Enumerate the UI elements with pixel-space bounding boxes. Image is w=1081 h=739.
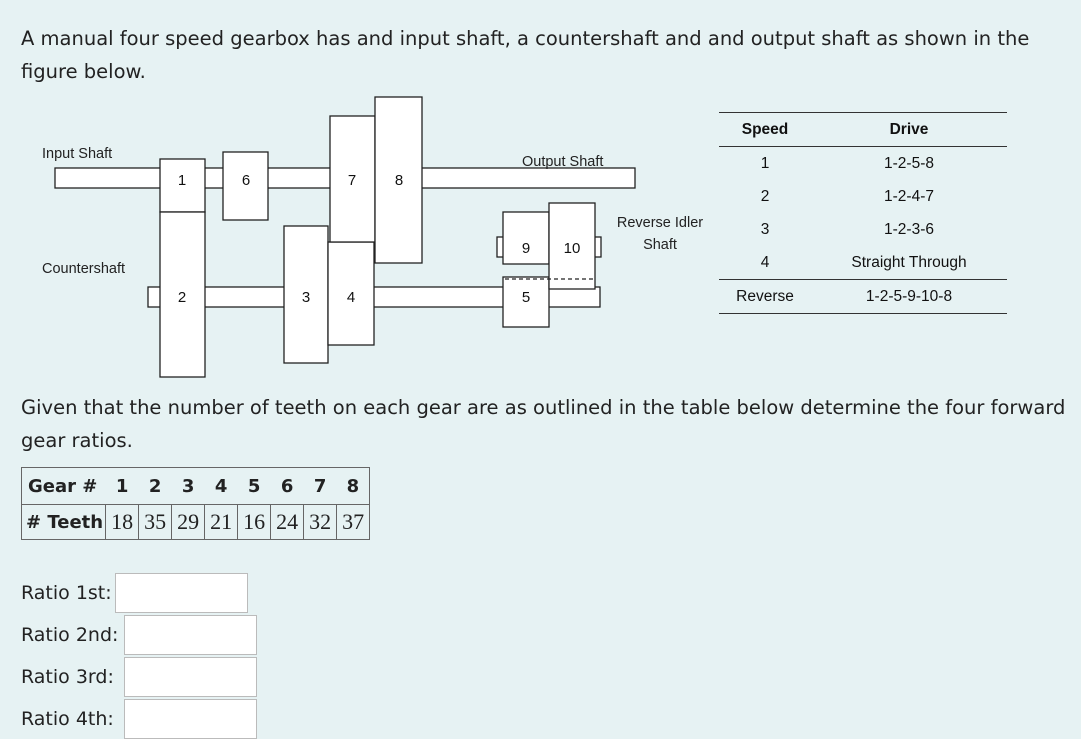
intro-text: A manual four speed gearbox has and inpu… <box>21 27 1030 83</box>
gear-5-label: 5 <box>522 289 530 306</box>
drive-cell: 1-2-4-7 <box>884 187 934 205</box>
gearbox-diagram: 1 2 3 4 5 6 7 8 9 10 Input Shaft Counter… <box>42 96 703 378</box>
gear-number-cell: 8 <box>346 475 360 497</box>
gear-number-cell: 5 <box>247 475 261 497</box>
drive-cell: Straight Through <box>851 253 967 271</box>
speed-cell: 3 <box>760 220 770 238</box>
output-shaft-label: Output Shaft <box>522 154 603 170</box>
gear-7-label: 7 <box>348 172 356 189</box>
speed-cell: 4 <box>760 253 770 271</box>
teeth-cell: 21 <box>204 504 239 540</box>
gear-6-label: 6 <box>242 172 250 189</box>
gear-1 <box>159 158 206 213</box>
speed-cell: 1 <box>760 154 770 172</box>
gear-2 <box>159 211 206 378</box>
gear-5 <box>502 276 550 328</box>
ratio-1st-label: Ratio 1st: <box>21 582 112 604</box>
gear-7 <box>329 115 376 243</box>
drive-cell: 1-2-5-8 <box>884 154 934 172</box>
teeth-row-header: # Teeth <box>20 504 107 540</box>
reverse-idler-label-2: Shaft <box>643 237 677 253</box>
gear-4-label: 4 <box>347 289 355 306</box>
teeth-cell: 35 <box>138 504 173 540</box>
teeth-cell: 18 <box>105 504 140 540</box>
drive-table-header-speed: Speed <box>741 120 789 138</box>
gear-10-label: 10 <box>564 240 581 257</box>
speed-cell: 2 <box>760 187 770 205</box>
ratio-3rd-label: Ratio 3rd: <box>21 666 114 688</box>
speed-cell: Reverse <box>736 287 794 305</box>
gear-9 <box>502 211 550 265</box>
ratio-1st-input[interactable] <box>115 573 248 613</box>
gear-2-label: 2 <box>178 289 186 306</box>
gear-number-cell: 1 <box>115 475 129 497</box>
teeth-cell: 37 <box>336 504 371 540</box>
drive-table-row: 2 1-2-4-7 <box>719 180 1007 213</box>
gear-8 <box>374 96 423 264</box>
gear-number-cell: 4 <box>214 475 228 497</box>
teeth-cell: 29 <box>171 504 206 540</box>
gear-number-cell: 3 <box>181 475 195 497</box>
countershaft-label: Countershaft <box>42 261 125 277</box>
teeth-cell: 24 <box>270 504 305 540</box>
gear-1-label: 1 <box>178 172 186 189</box>
input-shaft-label: Input Shaft <box>42 146 112 162</box>
ratio-4th-input[interactable] <box>124 699 257 739</box>
gear-3 <box>283 225 329 364</box>
gear-10 <box>548 202 596 290</box>
drive-table-row: 4 Straight Through <box>719 246 1007 280</box>
ratio-2nd-label: Ratio 2nd: <box>21 624 119 646</box>
teeth-table-values-row: # Teeth 18 35 29 21 16 24 32 37 <box>20 504 371 540</box>
reverse-idler-label-1: Reverse Idler <box>617 215 703 231</box>
gear-number-cell: 7 <box>313 475 327 497</box>
drive-cell: 1-2-5-9-10-8 <box>865 287 953 305</box>
given-text: Given that the number of teeth on each g… <box>21 396 1066 452</box>
gear-number-header: Gear # <box>28 475 98 497</box>
gear-9-label: 9 <box>522 240 530 257</box>
teeth-cell: 16 <box>237 504 272 540</box>
drive-table-row: Reverse 1-2-5-9-10-8 <box>719 279 1007 314</box>
teeth-table: Gear # 1 2 3 4 5 6 7 8 # Teeth 18 35 29 … <box>20 467 371 540</box>
ratio-3rd-input[interactable] <box>124 657 257 697</box>
ratio-4th-label: Ratio 4th: <box>21 708 114 730</box>
gear-number-cell: 6 <box>280 475 294 497</box>
ratio-2nd-input[interactable] <box>124 615 257 655</box>
drive-table-row: 3 1-2-3-6 <box>719 213 1007 246</box>
teeth-table-header-row: Gear # 1 2 3 4 5 6 7 8 <box>22 468 370 505</box>
drive-table: Speed Drive 1 1-2-5-8 2 1-2-4-7 3 1-2-3-… <box>719 112 1007 314</box>
gear-8-label: 8 <box>395 172 403 189</box>
gear-3-label: 3 <box>302 289 310 306</box>
teeth-cell: 32 <box>303 504 338 540</box>
gear-number-cell: 2 <box>148 475 162 497</box>
drive-cell: 1-2-3-6 <box>884 220 934 238</box>
drive-table-row: 1 1-2-5-8 <box>719 147 1007 181</box>
drive-table-header-drive: Drive <box>889 120 929 138</box>
gear-6 <box>222 151 269 221</box>
